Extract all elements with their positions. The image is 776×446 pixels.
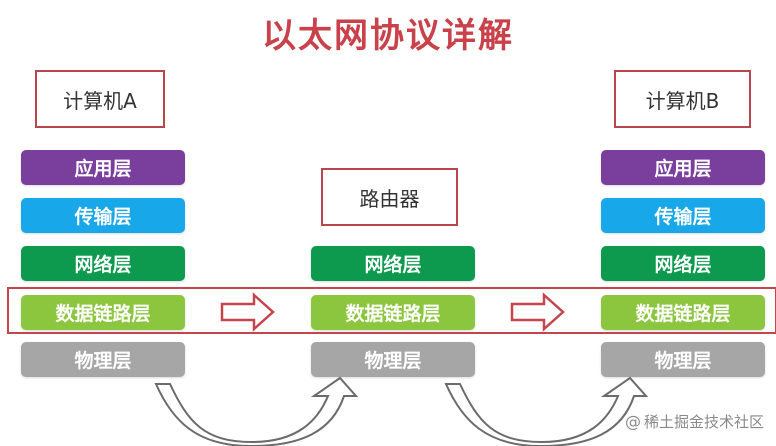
- computer-b-datalink-layer: 数据链路层: [601, 295, 765, 330]
- physical-curve-arrow-a-to-router: [154, 376, 359, 446]
- router-network-layer: 网络层: [311, 246, 475, 281]
- computer-b-physical-layer: 物理层: [601, 342, 765, 377]
- router-datalink-layer: 数据链路层: [311, 295, 475, 330]
- datalink-arrow-a-to-router: [220, 292, 275, 332]
- computer-b-network-layer: 网络层: [601, 246, 765, 281]
- computer-a-network-layer: 网络层: [21, 246, 185, 281]
- computer-a-transport-layer: 传输层: [21, 198, 185, 233]
- watermark-at-icon: @: [624, 412, 641, 431]
- computer-a-box: 计算机A: [35, 70, 165, 128]
- computer-a-physical-layer: 物理层: [21, 342, 185, 377]
- physical-curve-arrow-router-to-b: [444, 376, 649, 446]
- computer-b-application-layer: 应用层: [601, 150, 765, 185]
- computer-b-box: 计算机B: [614, 70, 751, 128]
- computer-a-application-layer: 应用层: [21, 150, 185, 185]
- router-box: 路由器: [321, 168, 458, 226]
- router-physical-layer: 物理层: [311, 342, 475, 377]
- page-title: 以太网协议详解: [262, 16, 514, 56]
- watermark: @ 稀土掘金技术社区: [625, 411, 764, 432]
- watermark-text: 稀土掘金技术社区: [643, 413, 764, 431]
- computer-b-transport-layer: 传输层: [601, 198, 765, 233]
- computer-a-datalink-layer: 数据链路层: [21, 295, 185, 330]
- datalink-arrow-router-to-b: [510, 292, 565, 332]
